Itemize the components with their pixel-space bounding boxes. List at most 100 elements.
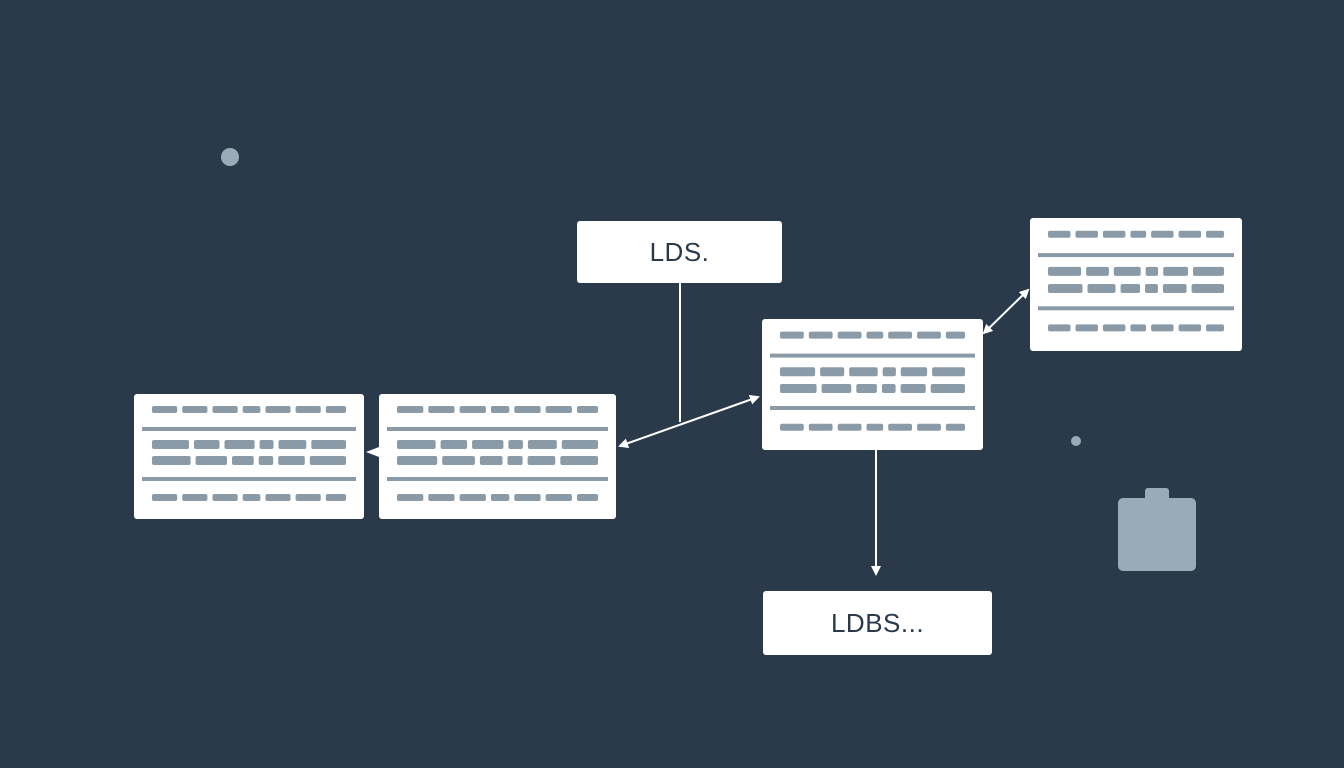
label-box-top: LDS. <box>577 221 782 283</box>
card-4-header-cell-5 <box>1178 230 1202 238</box>
card-4-row-a-cell-1 <box>1086 266 1109 276</box>
card-1-row-a-cell-3 <box>259 440 274 449</box>
card-3-footer-cell-2 <box>837 423 862 431</box>
card-1-row-b-cell-1 <box>195 456 227 465</box>
card-3-row-b-cell-3 <box>881 384 896 393</box>
card-2-separator-bottom <box>387 477 608 481</box>
card-2-footer-cell-5 <box>545 494 572 501</box>
card-4-footer-cell-1 <box>1075 324 1098 332</box>
card-2-header-cell-6 <box>577 406 598 413</box>
card-1-footer-cell-6 <box>325 494 346 501</box>
card-2-row-b-cell-2 <box>479 456 503 465</box>
card-4-footer-cell-0 <box>1048 324 1071 332</box>
card-2-row-a-cell-5 <box>561 440 598 449</box>
card-4-header-cell-1 <box>1075 230 1098 238</box>
card-2-row-a-cell-1 <box>440 440 468 449</box>
card-4-header-cell-0 <box>1048 230 1071 238</box>
card-4-separator-bottom <box>1038 306 1234 311</box>
card-4-header-cell-2 <box>1102 230 1126 238</box>
card-3-footer-cell-5 <box>917 423 941 431</box>
card-2-separator-top <box>387 427 608 431</box>
card-4-row-b-cell-5 <box>1191 284 1224 293</box>
card-1-footer-cell-1 <box>182 494 208 501</box>
card-2-row-b-cell-0 <box>397 456 438 465</box>
card-3-header-cell-5 <box>917 331 941 339</box>
card-1-header-cell-1 <box>182 406 208 413</box>
connectors <box>366 283 1030 576</box>
card-1-header-cell-4 <box>265 406 291 413</box>
card-2-footer-cell-2 <box>459 494 486 501</box>
card-1-row-b-cell-2 <box>232 456 254 465</box>
card-1-row-b-cell-3 <box>258 456 274 465</box>
card-4-row-b-cell-4 <box>1162 284 1187 293</box>
card-4-footer-cell-6 <box>1206 324 1224 332</box>
card-2-row-a-cell-4 <box>527 440 557 449</box>
card-1-footer-cell-0 <box>152 494 178 501</box>
card-3-row-b-cell-1 <box>821 384 852 393</box>
card-1-row-a-cell-0 <box>152 440 189 449</box>
card-2-header-cell-2 <box>459 406 486 413</box>
card-2-header-cell-5 <box>545 406 572 413</box>
card-3-footer-cell-6 <box>945 423 965 431</box>
card-1-header-cell-3 <box>242 406 261 413</box>
clipboard-icon <box>1118 488 1196 571</box>
table-card-3 <box>762 319 983 450</box>
card-3-row-a-cell-1 <box>820 367 845 377</box>
card-2-header-cell-3 <box>490 406 510 413</box>
card-3-row-a-cell-3 <box>882 367 896 377</box>
card-2-footer-cell-6 <box>577 494 598 501</box>
card-1-separator-top <box>142 427 356 431</box>
table-card-2 <box>379 394 616 519</box>
connector-card3-card4 <box>982 288 1030 335</box>
card-3-header-cell-1 <box>808 331 833 339</box>
card-4-row-b-cell-0 <box>1048 284 1083 293</box>
label-box-bottom: LDBS... <box>763 591 992 655</box>
card-4-footer-cell-2 <box>1102 324 1126 332</box>
card-2-row-b-cell-4 <box>527 456 556 465</box>
card-1-footer-cell-5 <box>295 494 321 501</box>
decor-dot-icon <box>221 148 239 166</box>
table-card-1 <box>134 394 364 519</box>
card-3-footer-cell-0 <box>780 423 804 431</box>
card-4-row-a-cell-0 <box>1048 266 1082 276</box>
card-3-header-cell-0 <box>780 331 804 339</box>
card-1-separator-bottom <box>142 477 356 481</box>
card-2-row-a-cell-2 <box>472 440 504 449</box>
card-4-footer-cell-4 <box>1151 324 1174 332</box>
card-1-row-a-cell-4 <box>278 440 307 449</box>
card-3-footer-cell-3 <box>866 423 884 431</box>
card-4-row-a-cell-5 <box>1193 266 1224 276</box>
connector-card2-card3 <box>618 394 760 449</box>
card-3-header-cell-2 <box>837 331 862 339</box>
card-3-footer-cell-4 <box>888 423 912 431</box>
card-1-row-b-cell-5 <box>309 456 346 465</box>
card-3-separator-bottom <box>770 406 975 410</box>
card-1-footer-cell-4 <box>265 494 291 501</box>
card-3-row-a-cell-2 <box>849 367 878 377</box>
card-2-row-b-cell-1 <box>442 456 475 465</box>
card-2-footer-cell-4 <box>514 494 541 501</box>
table-card-4 <box>1030 218 1242 351</box>
card-2-row-a-cell-3 <box>508 440 523 449</box>
card-4-row-a-cell-4 <box>1163 266 1188 276</box>
card-1-row-a-cell-2 <box>224 440 255 449</box>
card-4-row-b-cell-2 <box>1120 284 1140 293</box>
card-4-separator-top <box>1038 253 1234 258</box>
card-3-row-b-cell-2 <box>856 384 877 393</box>
card-4-row-b-cell-1 <box>1087 284 1116 293</box>
card-3-row-a-cell-0 <box>780 367 816 377</box>
card-3-separator-top <box>770 353 975 358</box>
card-1-header-cell-2 <box>212 406 238 413</box>
card-1-row-a-cell-1 <box>194 440 220 449</box>
card-3-footer-cell-1 <box>808 423 833 431</box>
card-1-footer-cell-2 <box>212 494 238 501</box>
connector-card1-card2 <box>366 447 379 457</box>
card-4-row-a-cell-2 <box>1113 266 1141 276</box>
card-4-row-a-cell-3 <box>1145 266 1159 276</box>
label-top-text: LDS. <box>649 236 710 267</box>
card-1-row-b-cell-4 <box>278 456 305 465</box>
card-4-header-cell-3 <box>1130 230 1147 238</box>
card-2-footer-cell-1 <box>428 494 455 501</box>
card-3-row-a-cell-4 <box>900 367 928 377</box>
